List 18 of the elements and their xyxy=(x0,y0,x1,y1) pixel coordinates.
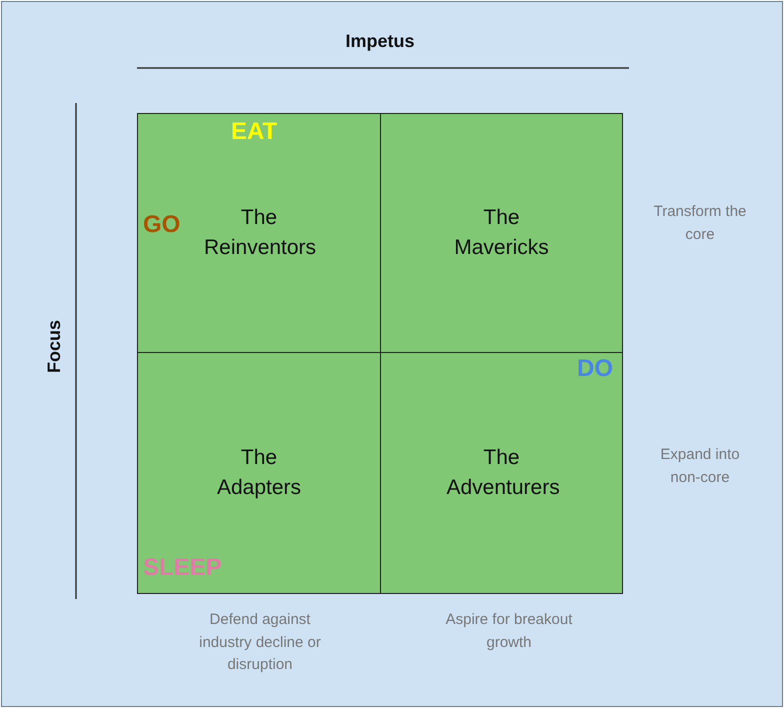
letter-tag: SLEEP xyxy=(143,550,253,586)
row-description: Transform the core xyxy=(652,202,748,244)
letter-tag: GO xyxy=(143,207,203,243)
quadrant-cell xyxy=(137,113,381,353)
axis-title: Impetus xyxy=(344,30,416,53)
quadrant-cell xyxy=(380,352,623,594)
quadrant-title: The Adventurers xyxy=(446,445,556,501)
quadrant-title: The Mavericks xyxy=(453,205,550,261)
quadrant-cell xyxy=(137,352,381,594)
quadrant-title: The Reinventors xyxy=(204,205,314,261)
letter-tag: DO xyxy=(577,351,627,387)
quadrant-cell xyxy=(380,113,623,353)
column-description: Aspire for breakout growth xyxy=(444,610,574,652)
column-description: Defend against industry decline or disruption xyxy=(198,610,322,675)
letter-tag: EAT xyxy=(231,114,301,150)
row-description: Expand into non-core xyxy=(659,445,741,488)
quadrant-title: The Adapters xyxy=(216,445,302,501)
axis-title: Focus xyxy=(43,320,65,373)
